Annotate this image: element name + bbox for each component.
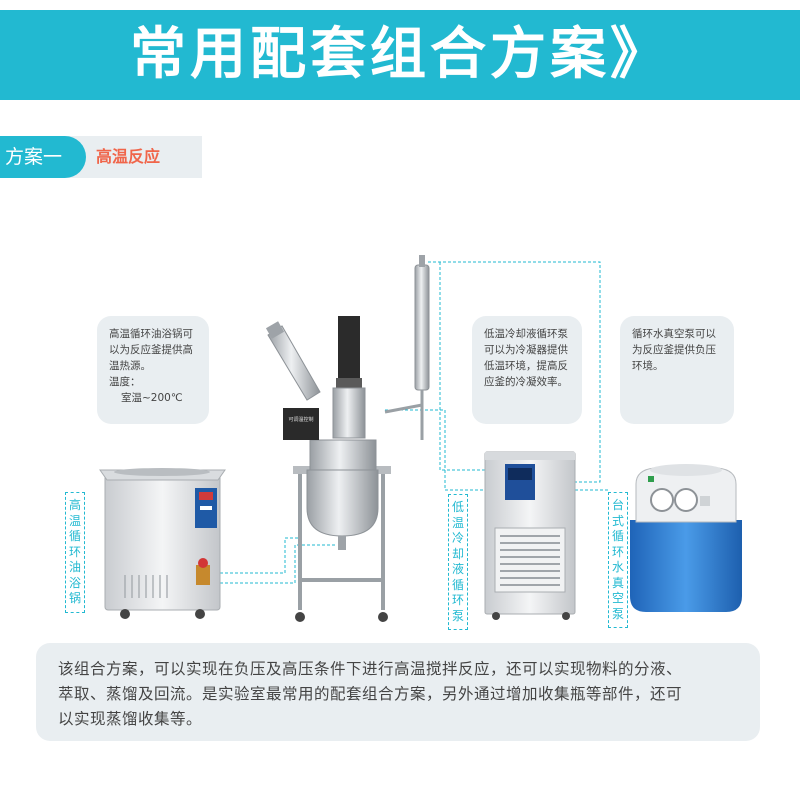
label-char: 循 [68, 529, 81, 543]
line-bath-to-reactor [205, 537, 335, 584]
reactor-panel-label: 可调温控制 [288, 416, 313, 423]
label-char: 温 [68, 513, 81, 528]
note-temperature-range: 室温~200℃ [121, 392, 183, 404]
note-line: 应釜的冷凝效率。 [484, 376, 568, 388]
label-char: 泵 [611, 606, 624, 621]
label-char: 循 [451, 577, 464, 592]
note-line: 可以为冷凝器提供 [484, 344, 568, 356]
reactor-device: 可调温控制 [265, 255, 430, 622]
scheme-tag: 方案一 [0, 136, 86, 178]
label-char: 高 [68, 498, 81, 512]
label-char: 泵 [451, 608, 464, 623]
note-line: 为反应釜提供负压 [632, 344, 716, 356]
label-char: 油 [68, 560, 81, 574]
label-char: 却 [451, 546, 464, 561]
label-char: 环 [451, 593, 464, 607]
note-vacuum-pump: 循环水真空泵可以 为反应釜提供负压 环境。 [620, 316, 734, 424]
oil-bath-device [99, 468, 226, 619]
page-title: 常用配套组合方案》 [130, 22, 670, 87]
vacuum-pump-device [630, 464, 742, 612]
label-char: 锅 [68, 591, 81, 605]
note-line: 以为反应釜提供高 [109, 344, 193, 356]
label-char: 温 [451, 515, 464, 530]
label-char: 式 [611, 513, 624, 528]
note-line: 循环水真空泵可以 [632, 328, 716, 340]
description-line: 萃取、蒸馏及回流。是实验室最常用的配套组合方案，另外通过增加收集瓶等部件，还可 [58, 685, 683, 703]
note-line: 低温冷却液循环泵 [484, 328, 568, 340]
note-line: 环境。 [632, 360, 664, 372]
description-line: 以实现蒸馏收集等。 [58, 710, 203, 728]
label-char: 空 [611, 591, 624, 605]
label-char: 液 [451, 562, 464, 576]
label-char: 台 [611, 498, 624, 512]
note-line: 温热源。 [109, 360, 151, 372]
label-char: 环 [611, 544, 624, 559]
label-oil-bath: 高 温 循 环 油 浴 锅 [65, 492, 85, 613]
scheme-name: 高温反应 [66, 136, 202, 178]
label-char: 真 [611, 575, 624, 590]
label-char: 冷 [451, 531, 464, 545]
chiller-device [484, 451, 576, 620]
label-char: 低 [451, 500, 464, 514]
label-char: 环 [68, 544, 81, 559]
label-char: 循 [611, 529, 624, 543]
note-chiller: 低温冷却液循环泵 可以为冷凝器提供 低温环境，提高反 应釜的冷凝效率。 [472, 316, 582, 424]
label-chiller: 低 温 冷 却 液 循 环 泵 [448, 494, 468, 630]
header-banner: 常用配套组合方案》 [0, 10, 800, 100]
label-char: 浴 [68, 575, 81, 590]
line-condenser-to-chiller [428, 261, 601, 483]
scheme-description: 该组合方案，可以实现在负压及高压条件下进行高温搅拌反应，还可以实现物料的分液、 … [36, 643, 760, 741]
note-oil-bath: 高温循环油浴锅可 以为反应釜提供高 温热源。 温度： 室温~200℃ [97, 316, 209, 424]
label-char: 水 [611, 560, 624, 574]
note-line: 高温循环油浴锅可 [109, 328, 193, 340]
note-line: 温度： [109, 376, 141, 388]
description-line: 该组合方案，可以实现在负压及高压条件下进行高温搅拌反应，还可以实现物料的分液、 [58, 660, 683, 678]
note-line: 低温环境，提高反 [484, 360, 568, 372]
label-vacuum-pump: 台 式 循 环 水 真 空 泵 [608, 492, 628, 628]
